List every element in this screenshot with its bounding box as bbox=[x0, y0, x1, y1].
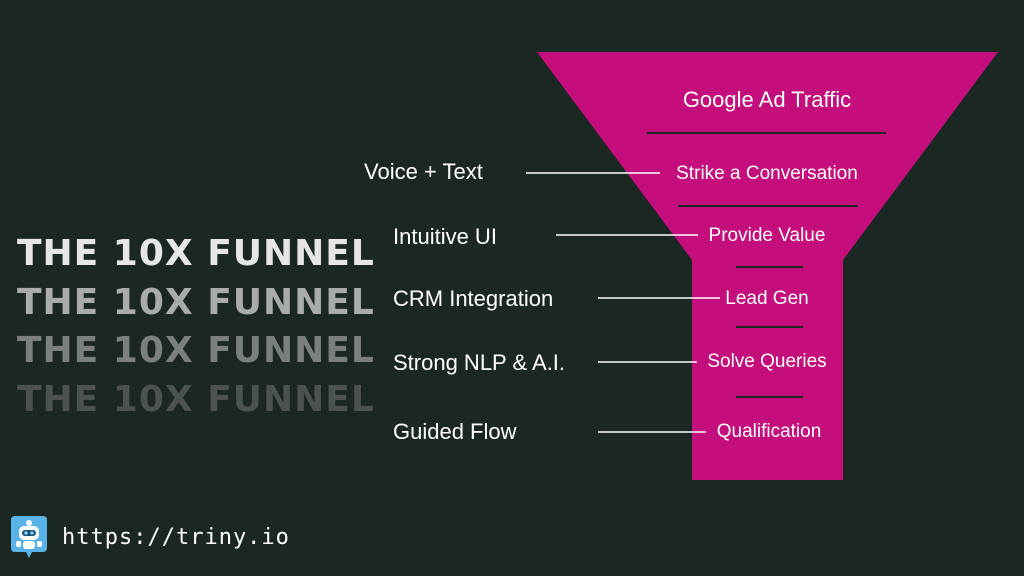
feature-label-4: Strong NLP & A.I. bbox=[393, 350, 566, 375]
title-line-1: THE 10X FUNNEL bbox=[17, 233, 375, 274]
stage-label-4: Lead Gen bbox=[725, 288, 809, 309]
stage-label-2: Strike a Conversation bbox=[676, 163, 858, 184]
stage-label-6: Qualification bbox=[716, 421, 822, 442]
stage-label-5: Solve Queries bbox=[707, 351, 827, 372]
stage-label-1: Google Ad Traffic bbox=[682, 87, 852, 112]
title-line-4: THE 10X FUNNEL bbox=[17, 379, 375, 420]
title-line-2: THE 10X FUNNEL bbox=[17, 282, 375, 323]
feature-label-5: Guided Flow bbox=[393, 419, 517, 444]
feature-label-2: Intuitive UI bbox=[393, 224, 497, 249]
website-url[interactable]: https://triny.io bbox=[62, 524, 290, 550]
robot-icon bbox=[11, 516, 47, 558]
stage-label-3: Provide Value bbox=[708, 225, 826, 246]
title-line-3: THE 10X FUNNEL bbox=[17, 330, 375, 371]
feature-label-1: Voice + Text bbox=[364, 159, 483, 184]
feature-label-3: CRM Integration bbox=[393, 286, 554, 311]
footer: https://triny.io bbox=[8, 514, 290, 560]
